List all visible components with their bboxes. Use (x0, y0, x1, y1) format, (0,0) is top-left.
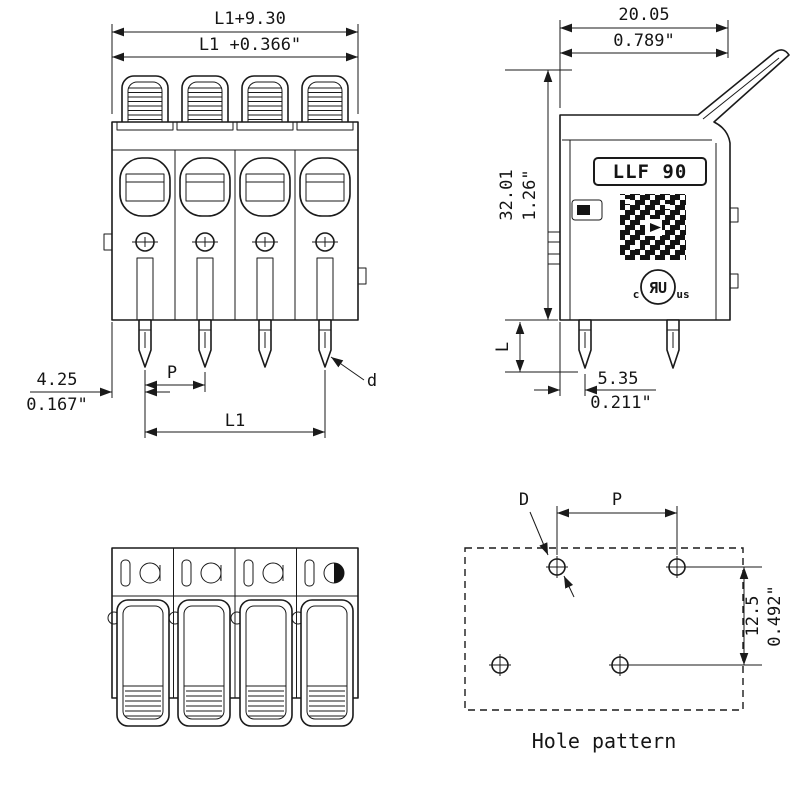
pin-length-label: L (493, 342, 513, 352)
housing-side: LLF 90 c ЯU us (547, 49, 790, 321)
play-icon (650, 223, 661, 232)
holes (489, 556, 688, 676)
ul-mark: c ЯU us (633, 269, 690, 305)
hole-pattern-dimensions: D P 12.5 0.492" (519, 490, 785, 666)
dim-depth-mm-label: 20.05 (618, 5, 669, 25)
dim-row-inch-label: 0.492" (765, 585, 785, 646)
hole-pattern-view: D P 12.5 0.492" Hole pattern (464, 490, 785, 753)
product-label-plate (593, 157, 707, 186)
ul-us-label: us (676, 288, 689, 301)
pitch-label: P (167, 363, 177, 383)
dim-depth-inch-label: 0.789" (613, 31, 674, 51)
product-label: LLF 90 (613, 161, 688, 183)
dim-offset-inch-label: 0.167" (26, 395, 87, 415)
hole-pattern-caption: Hole pattern (532, 729, 677, 753)
ul-c-label: c (633, 288, 640, 301)
qr-code (620, 194, 686, 260)
housing-front (103, 121, 367, 321)
length-label: L1 (225, 411, 245, 431)
front-view: L1+9.30 L1 +0.366" 4.25 0.167" P L1 d (26, 9, 377, 438)
ul-ru-label: ЯU (649, 279, 667, 297)
levers-top (116, 599, 354, 727)
dim-height-inch-label: 1.26" (520, 169, 540, 220)
front-dimensions: L1+9.30 L1 +0.366" 4.25 0.167" P L1 d (26, 9, 377, 438)
dim-width-mm-label: L1+9.30 (214, 9, 286, 29)
board-outline (464, 547, 744, 711)
side-view: LLF 90 c ЯU us (493, 5, 790, 413)
dim-offset-mm-label: 4.25 (37, 370, 78, 390)
side-dimensions: 20.05 0.789" 32.01 1.26" L 5.35 0.211" (493, 5, 729, 413)
hole-dia-label: D (519, 490, 529, 510)
dim-pin-offset-inch-label: 0.211" (590, 393, 651, 413)
top-view (107, 547, 359, 727)
dim-pin-offset-mm-label: 5.35 (598, 369, 639, 389)
dim-height-mm-label: 32.01 (497, 169, 517, 220)
solder-pins-side (578, 319, 680, 369)
dim-row-mm-label: 12.5 (743, 596, 763, 637)
hole-pitch-label: P (612, 490, 622, 510)
solder-pins-front (138, 319, 332, 368)
pin-dia-label: d (367, 371, 377, 391)
dim-width-inch-label: L1 +0.366" (199, 35, 301, 55)
